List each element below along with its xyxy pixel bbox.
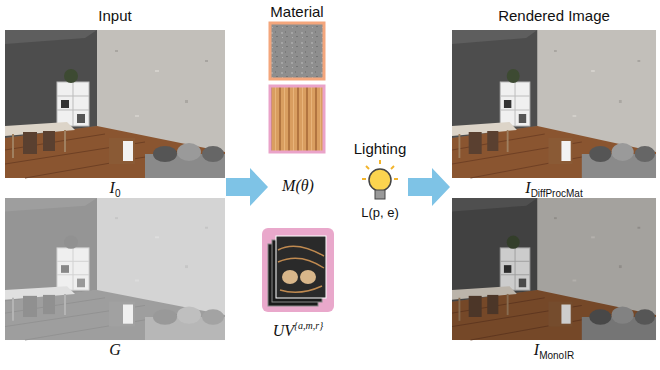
light-bulb (366, 166, 369, 169)
figure-panel: Material (257, 0, 337, 22)
material-swatch (270, 23, 324, 79)
panel-label: DiffProcMat (531, 188, 583, 199)
rendered-photo (452, 198, 656, 340)
panel-label: I (110, 179, 115, 197)
panel-label: G (109, 341, 121, 359)
panel-heading: Material (270, 3, 323, 20)
figure-panel: LightingL(p, e) (345, 138, 415, 222)
material-swatch (270, 86, 324, 152)
rendered-photo (452, 30, 656, 178)
uv-map-stack (300, 270, 316, 284)
flow-arrow (226, 168, 268, 206)
light-bulb (379, 160, 381, 164)
uv-map-stack (278, 258, 324, 268)
panel-label: UV (273, 322, 294, 340)
material-swatch (270, 23, 324, 152)
geometry-render (5, 198, 225, 340)
uv-map-stack (276, 236, 326, 298)
input-photo (5, 30, 225, 178)
flow-arrow (226, 168, 450, 206)
input-photo (5, 30, 225, 178)
geometry-render (5, 198, 225, 340)
figure-panel: IMonoIR (452, 198, 656, 360)
panel-label: {a,m,r} (294, 320, 323, 331)
uv-map-stack (282, 270, 298, 284)
panel-heading: Input (98, 7, 131, 24)
panel-heading: Lighting (354, 140, 407, 157)
panel-label: 0 (115, 188, 121, 199)
panel-label: L(p, e) (361, 205, 399, 220)
figure-panel: M(θ) (262, 84, 334, 196)
figure-panel: InputI0 (5, 2, 225, 198)
uv-map-stack (262, 228, 334, 312)
uv-map-stack (278, 246, 324, 256)
uv-map-stack (262, 228, 334, 312)
light-bulb (391, 166, 394, 169)
figure-panel: UV{a,m,r} (258, 224, 338, 342)
figure-panel: G (5, 198, 225, 360)
light-bulb (375, 190, 385, 199)
panel-label: I (534, 341, 539, 359)
light-bulb (362, 160, 398, 199)
uv-map-stack (280, 286, 322, 292)
figure-panel: Rendered ImageIDiffProcMat (452, 2, 656, 198)
light-bulb (362, 178, 366, 180)
light-bulb (394, 178, 398, 180)
rendered-photo (452, 30, 656, 178)
panel-heading: Rendered Image (498, 7, 610, 24)
flow-arrow (408, 168, 450, 206)
panel-label: MonoIR (539, 350, 574, 361)
panel-label: M(θ) (282, 177, 314, 195)
rendered-photo (452, 198, 656, 340)
light-bulb (369, 169, 391, 191)
panel-label: I (525, 179, 530, 197)
